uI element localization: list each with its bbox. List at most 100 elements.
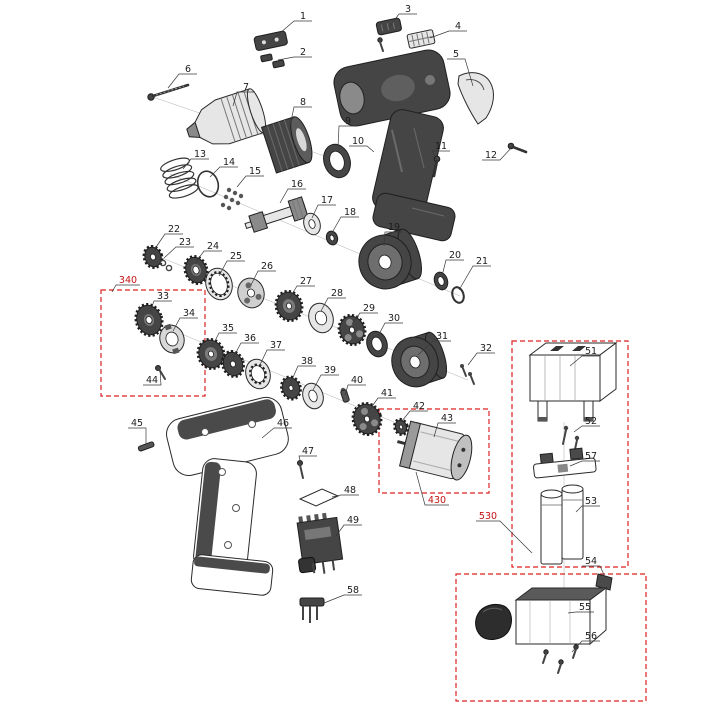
leader-lines (111, 13, 606, 653)
battery-end-cap (475, 603, 512, 640)
part-label-24: 24 (207, 241, 219, 252)
part-54-latch (595, 573, 613, 591)
part-label-10: 10 (352, 136, 364, 147)
part-label-9: 9 (345, 116, 351, 127)
part-label-34: 34 (183, 308, 195, 319)
part-label-2: 2 (300, 47, 306, 58)
part-53-battery-cells (540, 484, 584, 565)
part-49-switch-assembly (296, 512, 344, 574)
part-46-housing-left-half (166, 396, 289, 596)
part-21-retaining-ring (451, 286, 465, 304)
part-22-gear (142, 244, 164, 270)
part-40-pin (340, 387, 350, 403)
part-5-grip-end-cover (457, 72, 494, 125)
part-12-screw (507, 142, 528, 154)
part-29-planet-gear-set (337, 313, 367, 347)
part-28-washer (308, 302, 334, 334)
part-label-55: 55 (579, 602, 591, 613)
part-label-57: 57 (585, 451, 597, 462)
part-label-12: 12 (485, 150, 497, 161)
part-43-motor (397, 420, 473, 481)
part-label-32: 32 (480, 343, 492, 354)
part-13-spring (160, 157, 199, 199)
part-label-51: 51 (585, 346, 597, 357)
part-number-labels: 1 2 3 4 5 6 7 8 9 10 11 12 13 14 15 16 1… (119, 4, 597, 642)
part-label-20: 20 (449, 250, 461, 261)
part-27-gear (274, 289, 304, 323)
part-38-gear (280, 375, 302, 401)
part-31-motor-mount-cup (391, 331, 448, 388)
part-label-15: 15 (249, 166, 261, 177)
part-label-41: 41 (381, 388, 393, 399)
part-56-screws (542, 644, 579, 674)
part-label-16: 16 (291, 179, 303, 190)
part-label-42: 42 (413, 401, 425, 412)
part-label-19: 19 (388, 222, 400, 233)
part-label-58: 58 (347, 585, 359, 596)
part-label-17: 17 (321, 195, 333, 206)
part-label-11: 11 (435, 141, 447, 152)
part-57-terminal-connector (533, 447, 597, 479)
part-30-ring (366, 330, 388, 358)
part-label-44: 44 (146, 375, 158, 386)
group-label-340: 340 (119, 275, 137, 286)
part-label-3: 3 (405, 4, 411, 15)
part-10-housing-right-half (333, 49, 456, 242)
part-2-small-buttons (260, 53, 285, 69)
part-58-terminal-bracket (299, 597, 325, 623)
part-label-18: 18 (344, 207, 356, 218)
part-37-ring-gear (245, 358, 271, 390)
part-35-cluster-gear (196, 337, 226, 371)
part-label-31: 31 (436, 331, 448, 342)
part-label-46: 46 (277, 418, 289, 429)
part-label-4: 4 (455, 21, 461, 32)
part-3-screw (377, 37, 384, 52)
group-label-530: 530 (479, 511, 497, 522)
part-20-washer (433, 271, 449, 291)
part-label-53: 53 (585, 496, 597, 507)
group-box-530-upper (511, 340, 629, 568)
part-48-cover-plate (298, 488, 340, 507)
part-24-gear (183, 255, 209, 285)
part-label-1: 1 (300, 11, 306, 22)
part-label-28: 28 (331, 288, 343, 299)
group-box-430 (378, 408, 490, 494)
group-box-530-lower (455, 573, 647, 702)
part-41-planet-gear-set (351, 401, 383, 437)
part-33-gear (134, 303, 164, 337)
part-label-13: 13 (194, 149, 206, 160)
part-9-ring (323, 143, 351, 179)
part-label-47: 47 (302, 446, 314, 457)
part-label-56: 56 (585, 631, 597, 642)
part-label-38: 38 (301, 356, 313, 367)
part-label-37: 37 (270, 340, 282, 351)
part-label-26: 26 (261, 261, 273, 272)
part-label-5: 5 (453, 49, 459, 60)
part-36-gear (221, 350, 245, 378)
part-label-8: 8 (300, 97, 306, 108)
part-45-flat-key (137, 441, 155, 452)
part-32-pins (460, 364, 475, 385)
part-25-ring-gear (205, 267, 233, 301)
part-23-washers (159, 259, 173, 272)
part-label-35: 35 (222, 323, 234, 334)
part-42-pinion (393, 417, 409, 437)
part-15-steel-balls (220, 187, 244, 211)
part-label-45: 45 (131, 418, 143, 429)
part-label-49: 49 (347, 515, 359, 526)
part-7-chuck (186, 88, 267, 145)
part-4-vent-plate (406, 29, 436, 49)
part-label-30: 30 (388, 313, 400, 324)
part-label-54: 54 (585, 556, 597, 567)
part-label-43: 43 (441, 413, 453, 424)
part-label-52: 52 (585, 416, 597, 427)
part-label-48: 48 (344, 485, 356, 496)
part-55-battery-shell (514, 587, 608, 646)
part-label-7: 7 (243, 82, 249, 93)
part-label-39: 39 (324, 365, 336, 376)
part-label-36: 36 (244, 333, 256, 344)
part-16-spindle-shaft (244, 196, 309, 233)
part-label-25: 25 (230, 251, 242, 262)
part-39-washer (302, 382, 324, 410)
